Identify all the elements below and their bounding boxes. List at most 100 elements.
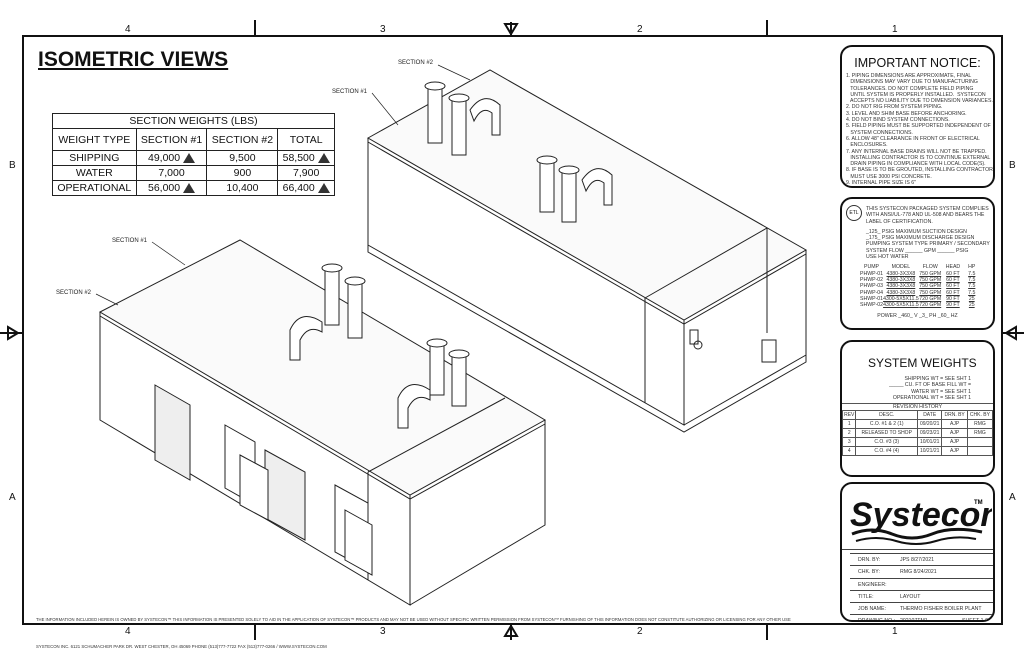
cell: C.O. #4 (4) [855,446,918,457]
cell: OPERATIONAL [52,180,137,196]
title-block-row: TITLE:LAYOUT [850,589,993,602]
cell [966,446,993,457]
notice-item: MUST USE 3000 PSI CONCRETE. [846,173,932,180]
field-value: RMG 8/24/2021 [900,569,937,576]
header-cell: HP [968,264,976,271]
value: 49,000 [147,152,181,164]
cell: SHWP-01 [860,295,884,302]
design-line: PUMPING SYSTEM TYPE PRIMARY / SECONDARY [866,241,990,248]
zone-right-a: A [1009,492,1016,503]
notice-item: DIMENSIONS MAY VARY DUE TO MANUFACTURING [846,79,978,86]
cell: 66,4001 [277,180,335,196]
notice-item: 4. DO NOT BIND SYSTEM CONNECTIONS. [846,117,950,124]
cell: PHWP-02 [860,276,884,283]
notice-item: 3. LEVEL AND SHIM BASE BEFORE ANCHORING. [846,110,967,117]
cell: 750 GPM [919,289,942,296]
notice-item: 9. INTERNAL PIPE SIZE IS 6" [846,180,916,187]
disclaimer: THE INFORMATION INCLUDED HEREIN IS OWNED… [36,617,791,622]
cell: 4300-5X5X11.5 [883,302,919,309]
cell: RELEASED TO SHOP [855,428,918,439]
revision-triangle-icon: 1 [183,153,196,164]
cell: 4380-3X3X8 [886,276,916,283]
logo-text: Systecon [850,496,992,534]
field-label: DRN. BY: [858,557,881,563]
lower-unit [98,239,547,606]
cell: PHWP-03 [860,283,884,290]
cell: 09/20/21 [916,419,943,430]
value: 56,000 [147,182,181,194]
notice-item: 2. DO NOT RIG FROM SYSTEM PIPING. [846,104,943,111]
text-line: LABEL OF CERTIFICATION. [866,218,933,225]
notice-item: UNTIL SYSTEM IS PROPERLY INSTALLED. SYST… [846,91,986,98]
etl-logo: ETL [846,205,862,221]
zone-bottom-3: 3 [380,626,386,637]
certification-text: THIS SYSTECON PACKAGED SYSTEM COMPLIES W… [866,206,993,225]
notice-item: 5. FIELD PIPING MUST BE SUPPORTED INDEPE… [846,123,991,130]
weight-line: _____ CU. FT OF BASE FILL WT = [889,382,971,389]
cell: C.O. #3 (3) [855,437,918,448]
cell [966,437,993,448]
field-value: 202107TM1 [900,618,928,622]
text-line: THIS SYSTECON PACKAGED SYSTEM COMPLIES [866,206,989,212]
isometric-drawings [95,64,808,606]
field-label: CHK. BY: [858,569,880,576]
cell: 7.5 [968,270,976,277]
notice-item: 8. IF BASE IS TO BE GROUTED, INSTALLING … [846,167,993,174]
text-line: WITH ANSI/UL-778 AND UL-508 AND BEARS TH… [866,212,985,219]
cell: 09/23/21 [916,428,943,439]
notice-item: DRAIN PIPING IN COMPLIANCE WITH LOCAL CO… [846,161,986,168]
exhaust-stacks [424,81,613,223]
cell: AJP [941,437,968,448]
zone-top-2: 2 [637,24,643,35]
callout-upper-section-2: SECTION #2 [398,60,434,66]
cell: 7,900 [277,165,335,181]
cell: 750 GPM [919,270,942,277]
field-value: LAYOUT [900,593,921,600]
header-cell: DESC. [855,410,918,421]
header-cell: DATE [916,410,943,421]
page-title: ISOMETRIC VIEWS [38,48,229,71]
header-cell: MODEL [891,264,911,271]
exhaust-stacks [289,263,470,429]
cell: 7.5 [968,283,976,290]
value: 58,500 [282,152,315,164]
notice-item: SYSTEM CONNECTIONS. [846,129,913,136]
cell: 4 [842,446,857,457]
cell: AJP [941,446,968,457]
cell: RMG [966,419,993,430]
cell: 10/01/21 [916,437,943,448]
cell: 60 FT [946,289,960,296]
field-label: DRAWING NO.: [858,618,895,622]
cell: 4380-3X3X8 [886,283,916,290]
header-cell: PUMP [864,264,880,271]
cell: 750 GPM [919,276,942,283]
weight-line: SHIPPING WT = SEE SHT 1 [904,376,971,382]
cell: 7.5 [968,276,976,283]
notice-item: TOLERANCES. DO NOT COMPLETE FIELD PIPING [846,85,974,92]
design-line: USE HOT WATER [866,254,909,261]
cell: SHWP-02 [860,302,884,309]
zone-right-b: B [1009,160,1016,171]
system-weights-heading: SYSTEM WEIGHTS [868,356,977,370]
title-block-row: CHK. BY: RMG 8/24/2021 [850,565,993,577]
cell: 4300-5X5X11.5 [883,295,919,302]
cell: 90 FT [946,302,960,309]
zone-top-1: 1 [892,24,898,35]
cell: 60 FT [946,276,960,283]
notice-list: 1. PIPING DIMENSIONS ARE APPROXIMATE, FI… [846,73,993,186]
cell: 60 FT [946,283,960,290]
cell: 4380-3X3X8 [886,289,916,296]
cell: 60 FT [946,270,960,277]
callout-upper-section-1: SECTION #1 [332,89,368,95]
cell: 90 FT [946,295,960,302]
